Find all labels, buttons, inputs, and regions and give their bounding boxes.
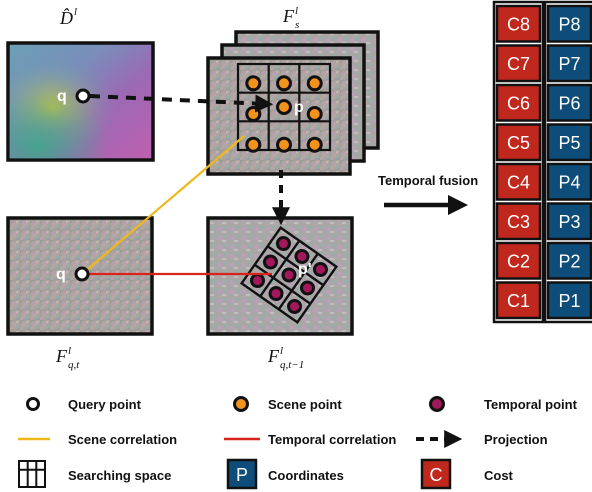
coord-cell-label: P6	[558, 93, 580, 113]
coord-cell	[546, 44, 592, 83]
legend-searching-space-icon	[18, 460, 46, 488]
legend-scene-correlation-label: Scene correlation	[68, 432, 177, 447]
legend-cost-icon-letter: C	[430, 465, 443, 485]
coord-cell-label: P5	[558, 133, 580, 153]
temporal-points	[250, 236, 328, 314]
legend-temporal-point-label: Temporal point	[484, 397, 578, 412]
temporal-point	[300, 280, 316, 296]
cost-cell	[495, 281, 542, 320]
coord-cell	[546, 162, 592, 201]
temporal-point	[287, 298, 303, 314]
cost-cell	[495, 202, 542, 241]
cost-cell	[495, 123, 542, 162]
depth-map-panel	[6, 41, 155, 162]
prev-feature-sup: l	[280, 345, 283, 357]
depth-map-label: D̂	[59, 8, 73, 28]
cost-cell-label: C8	[507, 14, 530, 34]
coord-cell	[546, 202, 592, 241]
coord-cell	[546, 281, 592, 320]
legend-coordinates-label: Coordinates	[268, 468, 344, 483]
scene-point	[245, 75, 262, 92]
scene-point	[245, 106, 262, 122]
legend-coordinates-icon-letter: P	[236, 465, 248, 485]
legend-coordinates-icon	[226, 458, 258, 490]
coord-cell-label: P1	[558, 291, 580, 311]
cost-cell-label: C2	[507, 251, 530, 271]
prev-feature-label: F	[267, 346, 280, 366]
coord-cell	[546, 241, 592, 280]
legend-query-point-icon	[26, 397, 40, 411]
coord-cell-label: P8	[558, 14, 580, 34]
legend-temporal-correlation-label: Temporal correlation	[268, 432, 396, 447]
cost-cell	[495, 241, 542, 280]
query-point-label-2: q	[56, 266, 66, 283]
scene-points	[245, 75, 323, 153]
cost-cell-label: C6	[507, 93, 530, 113]
query-feature-sub: q,t	[68, 359, 80, 371]
depth-map-sup: l	[74, 6, 77, 18]
temporal-point	[281, 267, 297, 283]
coord-cell	[546, 123, 592, 162]
scene-point	[276, 136, 292, 153]
legend-cost-icon	[420, 458, 452, 490]
projected-point-label: p	[294, 99, 304, 116]
coord-cell-label: P3	[558, 212, 580, 232]
cost-cell	[495, 44, 542, 83]
coord-cell-label: P7	[558, 54, 580, 74]
coord-cell	[546, 4, 592, 43]
cost-cell-label: C4	[507, 172, 530, 192]
cost-cell	[495, 83, 542, 122]
coord-cell-label: P2	[558, 251, 580, 271]
coord-cell	[546, 83, 592, 122]
scene-point	[276, 75, 292, 92]
scene-feature-sup: l	[295, 5, 298, 17]
legend-cost-label: Cost	[484, 468, 514, 483]
scene-point-center	[276, 99, 292, 115]
legend-query-point-label: Query point	[68, 397, 142, 412]
query-feature-sup: l	[68, 345, 71, 357]
cost-cell-label: C7	[507, 54, 530, 74]
temporal-projected-point-label: p'	[298, 261, 312, 278]
legend: Query point Scene point Temporal point S…	[18, 396, 578, 490]
scene-point	[306, 75, 323, 92]
temporal-point	[268, 286, 284, 302]
scene-feature-label: F	[282, 6, 295, 26]
temporal-point	[262, 254, 278, 270]
temporal-fusion-label: Temporal fusion	[378, 173, 478, 188]
legend-temporal-point-icon	[429, 396, 445, 412]
legend-projection-label: Projection	[484, 432, 548, 447]
temporal-point	[312, 261, 328, 277]
cost-cell	[495, 162, 542, 201]
query-point-marker-feature	[74, 266, 90, 282]
query-feature-label: F	[55, 346, 68, 366]
scene-feature-sub: s	[295, 19, 299, 31]
temporal-point	[250, 273, 266, 289]
projection-arrow-horizontal	[89, 94, 274, 113]
cost-cell-label: C5	[507, 133, 530, 153]
coord-cell-label: P4	[558, 172, 580, 192]
prev-feature-sub: q,t−1	[280, 359, 304, 371]
cost-cell-label: C1	[507, 291, 530, 311]
temporal-search-grid	[239, 225, 339, 325]
temporal-point	[294, 248, 310, 264]
query-point-label: q	[57, 88, 67, 105]
scene-point	[306, 136, 323, 153]
legend-scene-point-icon	[233, 396, 249, 412]
legend-scene-point-label: Scene point	[268, 397, 342, 412]
cost-cell-label: C3	[507, 212, 530, 232]
scene-point	[306, 106, 323, 122]
query-point-marker-depth	[75, 88, 91, 104]
scene-feature-stack	[206, 30, 380, 176]
cost-cell	[495, 4, 542, 43]
temporal-point	[275, 236, 291, 252]
scene-point	[245, 136, 262, 153]
legend-searching-space-label: Searching space	[68, 468, 171, 483]
scene-correlation-line	[81, 135, 245, 275]
